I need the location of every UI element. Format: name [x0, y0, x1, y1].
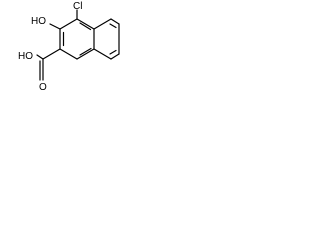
bond-c2-oh: [49, 23, 61, 30]
bond-c1-c2: [59, 18, 78, 30]
chemical-structure-canvas: Cl HO HO O: [0, 0, 120, 93]
bond-c3-carboxyl: [42, 48, 61, 60]
bond-c6-c7: [93, 18, 112, 30]
hydroxyl-label: HO: [31, 16, 46, 27]
bond-c9-c10: [110, 53, 120, 60]
carboxyl-hydroxyl-label: HO: [18, 51, 33, 62]
double-bond-right-upper: [109, 23, 117, 29]
carbonyl-oxygen-label: O: [39, 82, 47, 93]
chlorine-label: Cl: [73, 1, 82, 12]
double-bond-right-lower: [109, 49, 117, 55]
molecule-structure: Cl HO HO O: [18, 1, 120, 93]
bond-c3-c4: [59, 48, 78, 60]
bond-c7-c8: [110, 18, 120, 25]
bond-carboxyl-oh: [36, 54, 44, 60]
bond-c5-c9: [93, 48, 112, 60]
bond-c6-c1: [76, 18, 95, 30]
double-bond-left-top: [79, 22, 92, 31]
double-bond-left-lower: [79, 47, 92, 56]
bond-c4-c5: [76, 48, 95, 60]
